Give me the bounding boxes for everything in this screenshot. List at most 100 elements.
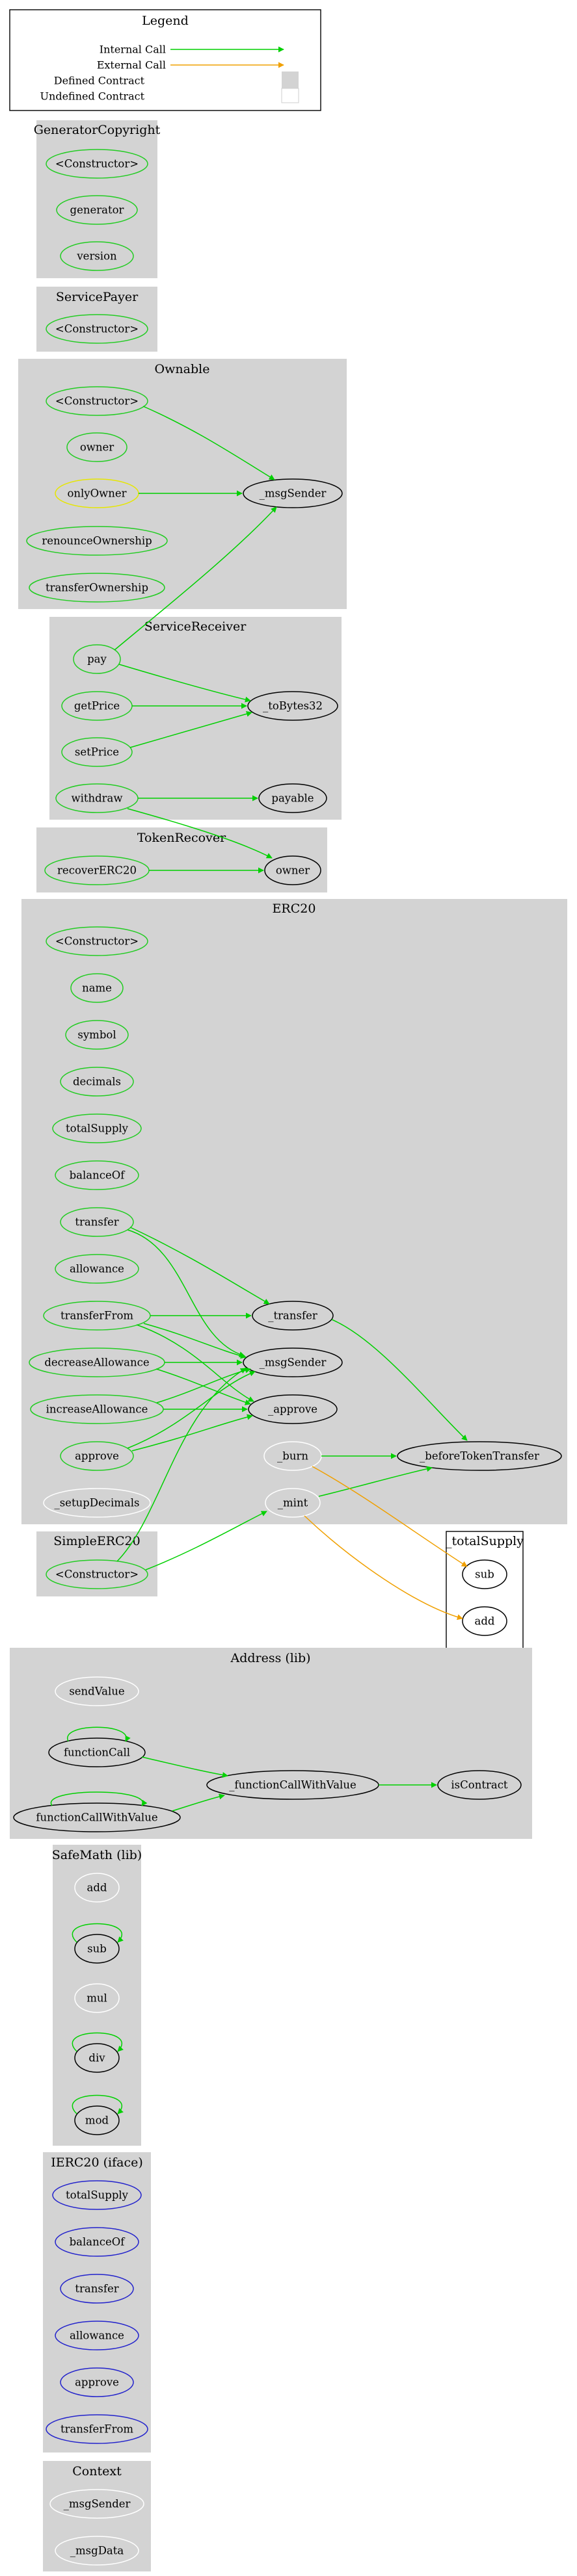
node-ierc20-total-supply[interactable]: totalSupply [52, 2180, 142, 2210]
node-label: isContract [451, 1779, 508, 1791]
node-total-supply-sub[interactable]: sub [462, 1559, 507, 1589]
node-label: owner [80, 441, 114, 454]
node-renounce-ownership[interactable]: renounceOwnership [26, 526, 168, 556]
edge-approve-to-msg-sender [127, 1370, 256, 1449]
node-erc20-transfer[interactable]: transfer [60, 1207, 134, 1237]
cluster-title: Address (lib) [230, 1651, 310, 1665]
node-ownable-constructor[interactable]: <Constructor> [46, 386, 148, 416]
node-ierc20-transfer-from[interactable]: transferFrom [46, 2414, 148, 2444]
node-ierc20-transfer[interactable]: transfer [60, 2274, 134, 2304]
edge-transfer-from-to-msg-sender [143, 1323, 247, 1359]
node-label: totalSupply [66, 1123, 129, 1135]
node-erc20-total-supply[interactable]: totalSupply [52, 1113, 142, 1143]
node-symbol[interactable]: symbol [65, 1020, 129, 1050]
edge-ownable-constructor-to-msg-sender [142, 406, 275, 480]
node-label: renounceOwnership [42, 535, 152, 547]
cluster-erc20: ERC20 <Constructor> name symbol decimals… [21, 899, 567, 1524]
legend-title: Legend [142, 14, 189, 28]
node-service-payer-constructor[interactable]: <Constructor> [46, 314, 148, 344]
cluster-title: _totalSupply [446, 1534, 524, 1548]
node-generator-copyright-constructor[interactable]: <Constructor> [46, 149, 148, 179]
cluster-title: Context [72, 2464, 122, 2478]
cluster-title: TokenRecover [137, 831, 226, 845]
node-safemath-add[interactable]: add [74, 1873, 120, 1903]
node-label: add [475, 1615, 495, 1628]
node-label: payable [271, 792, 314, 805]
node-is-contract[interactable]: isContract [437, 1770, 522, 1800]
node-label: _functionCallWithValue [229, 1779, 356, 1791]
node-setup-decimals[interactable]: _setupDecimals [43, 1488, 151, 1518]
cluster-ierc20-iface-bg [43, 2152, 151, 2452]
node-label: symbol [77, 1029, 116, 1041]
cluster-ownable-bg [18, 359, 347, 609]
legend-label-internal-call: Internal Call [100, 44, 166, 56]
node-context-msg-sender[interactable]: _msgSender [49, 2489, 144, 2519]
node-safemath-sub[interactable]: sub [74, 1934, 120, 1964]
node-version[interactable]: version [60, 241, 134, 271]
node-transfer-ownership[interactable]: transferOwnership [29, 573, 165, 603]
node-ierc20-balance-of[interactable]: balanceOf [55, 2227, 139, 2257]
node-label: _mint [278, 1497, 308, 1509]
node-label: _setupDecimals [54, 1497, 139, 1509]
cluster-generator-copyright: GeneratorCopyright <Constructor> generat… [34, 120, 161, 278]
node-to-bytes32[interactable]: _toBytes32 [247, 691, 338, 721]
node-erc20-msg-sender[interactable]: _msgSender [243, 1347, 343, 1377]
edge-burn-to-total-supply-sub [312, 1466, 468, 1567]
cluster-ownable: Ownable <Constructor> owner onlyOwner re… [18, 359, 347, 609]
node-before-token-transfer[interactable]: _beforeTokenTransfer [397, 1441, 562, 1471]
edge-safemath-sub-self-loop [72, 1923, 124, 1943]
edge-set-price-to-to-bytes32 [129, 710, 252, 748]
node-function-call-with-value[interactable]: functionCallWithValue [13, 1802, 181, 1832]
node-context-msg-data[interactable]: _msgData [55, 2536, 139, 2566]
node-label: <Constructor> [55, 395, 139, 408]
node-erc20-allowance[interactable]: allowance [55, 1254, 139, 1284]
node-label: transferOwnership [46, 582, 148, 594]
node-label: getPrice [74, 700, 120, 712]
node-function-call[interactable]: functionCall [48, 1737, 146, 1767]
edge-safemath-div-self-loop [72, 2032, 124, 2052]
node-label: transferFrom [60, 2423, 133, 2436]
node-total-supply-add[interactable]: add [462, 1606, 507, 1636]
node-send-value[interactable]: sendValue [55, 1676, 139, 1706]
node-token-recover-owner[interactable]: owner [264, 855, 321, 885]
edge-function-call-with-value-self-loop [50, 1791, 148, 1806]
node-set-price[interactable]: setPrice [61, 737, 133, 767]
node-safemath-mul[interactable]: mul [74, 1983, 120, 2013]
legend-undefined-contract-swatch [281, 88, 299, 103]
node-generator[interactable]: generator [56, 195, 138, 225]
node-pay[interactable]: pay [73, 644, 121, 674]
node-payable[interactable]: payable [258, 783, 327, 813]
legend-label-external-call: External Call [97, 59, 166, 72]
node-simple-erc20-constructor[interactable]: <Constructor> [46, 1559, 148, 1589]
node-label: functionCallWithValue [36, 1812, 157, 1824]
cluster-title: SafeMath (lib) [52, 1848, 142, 1862]
node-erc20-approve[interactable]: approve [60, 1441, 134, 1471]
node-label: add [87, 1882, 107, 1894]
edge-pay-to-to-bytes32 [118, 664, 251, 703]
edge-function-call-self-loop [66, 1726, 131, 1742]
node-label: sub [475, 1568, 494, 1581]
edge-decrease-allowance-to-approve [155, 1368, 251, 1405]
node-ownable-owner[interactable]: owner [66, 432, 127, 462]
node-safemath-div[interactable]: div [74, 2043, 120, 2073]
node-safemath-mod[interactable]: mod [74, 2105, 120, 2135]
node-ierc20-approve[interactable]: approve [60, 2367, 134, 2397]
node-mint[interactable]: _mint [265, 1488, 321, 1518]
node-decimals[interactable]: decimals [60, 1067, 134, 1097]
node-ownable-msg-sender[interactable]: _msgSender [243, 478, 343, 508]
node-label: recoverERC20 [57, 865, 137, 877]
node-label: pay [87, 653, 107, 666]
cluster-context-bg [43, 2461, 151, 2571]
node-label: _approve [268, 1403, 317, 1416]
node-label: totalSupply [66, 2189, 129, 2202]
node-label: version [76, 250, 117, 263]
node-name[interactable]: name [70, 973, 124, 1003]
node-erc20-balance-of[interactable]: balanceOf [55, 1160, 139, 1190]
cluster-title: GeneratorCopyright [34, 123, 161, 137]
node-ierc20-allowance[interactable]: allowance [55, 2321, 139, 2350]
node-internal-transfer[interactable]: _transfer [252, 1301, 334, 1331]
cluster-service-payer-bg [36, 287, 157, 352]
cluster-simple-erc20-bg [36, 1531, 157, 1596]
node-internal-approve[interactable]: _approve [248, 1394, 338, 1424]
node-erc20-constructor[interactable]: <Constructor> [46, 926, 148, 956]
